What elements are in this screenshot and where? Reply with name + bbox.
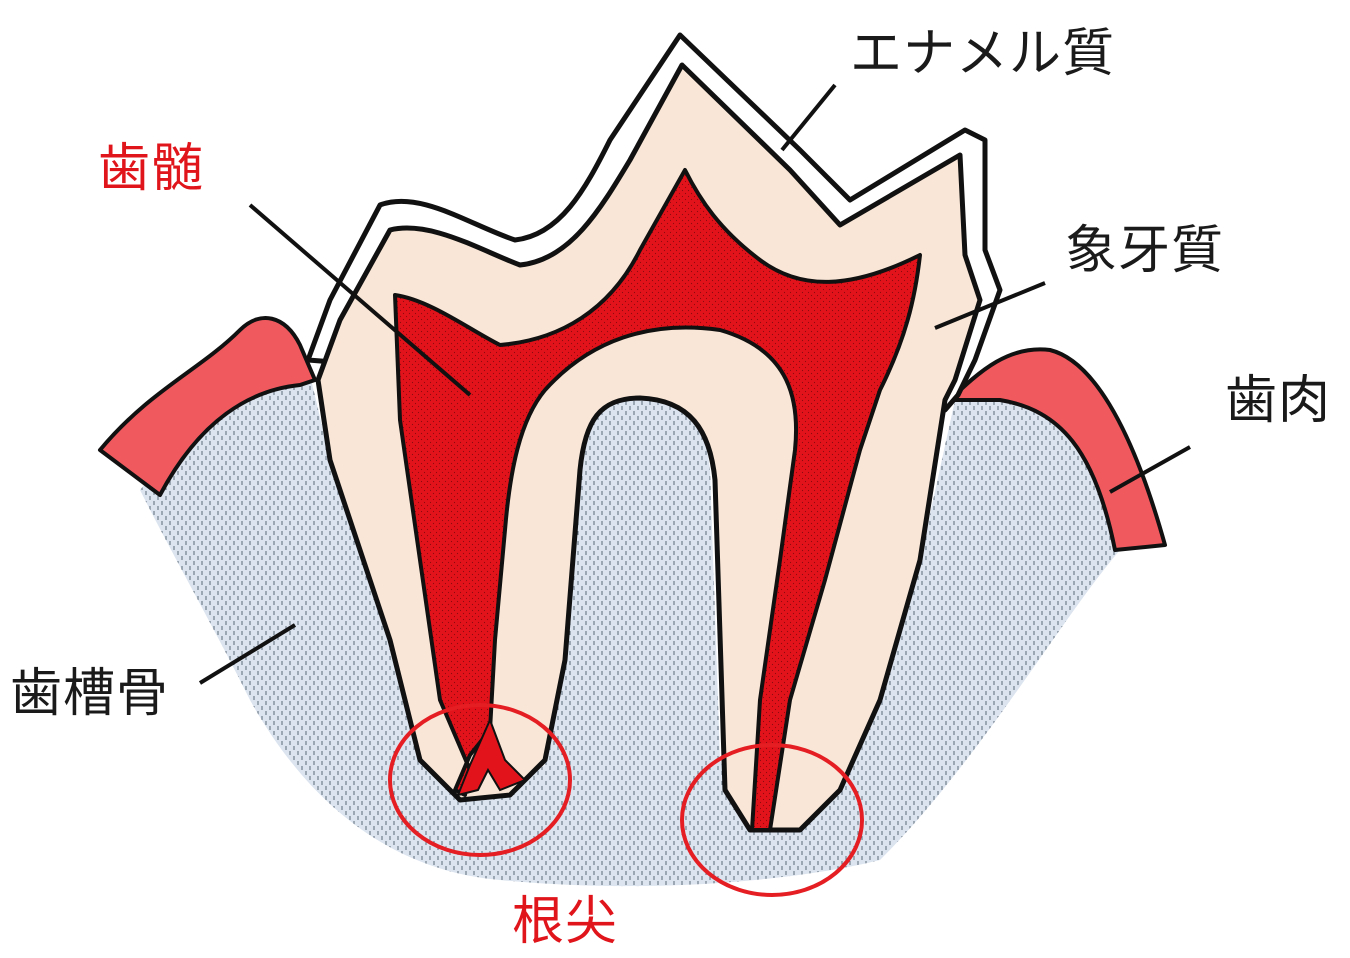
label-enamel: エナメル質	[850, 24, 1116, 84]
leader-dentin	[934, 281, 1046, 330]
label-gum: 歯肉	[1225, 371, 1332, 431]
root-apex-circle-right	[680, 743, 864, 897]
label-dentin: 象牙質	[1065, 221, 1225, 281]
label-root-apex: 根尖	[512, 892, 619, 952]
label-alveolar-bone: 歯槽骨	[10, 664, 170, 724]
leader-enamel	[780, 83, 837, 152]
gum-left	[98, 316, 317, 497]
leader-alveolar-bone	[198, 623, 297, 685]
alveolar-bone-region	[140, 375, 1120, 887]
leader-pulp	[248, 203, 472, 397]
pulp-chamber	[393, 168, 922, 832]
root-apex-circle-left	[388, 703, 572, 857]
label-pulp: 歯髄	[98, 139, 205, 199]
gum-right	[948, 347, 1167, 552]
pulp-canal-left	[456, 717, 527, 797]
leader-gum	[1109, 445, 1191, 494]
